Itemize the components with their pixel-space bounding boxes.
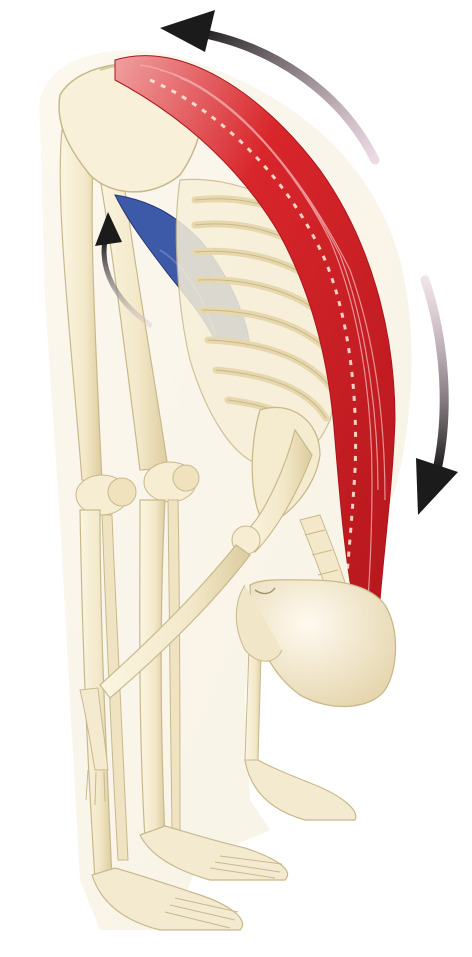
curved-arrow-down-icon [416,280,458,515]
